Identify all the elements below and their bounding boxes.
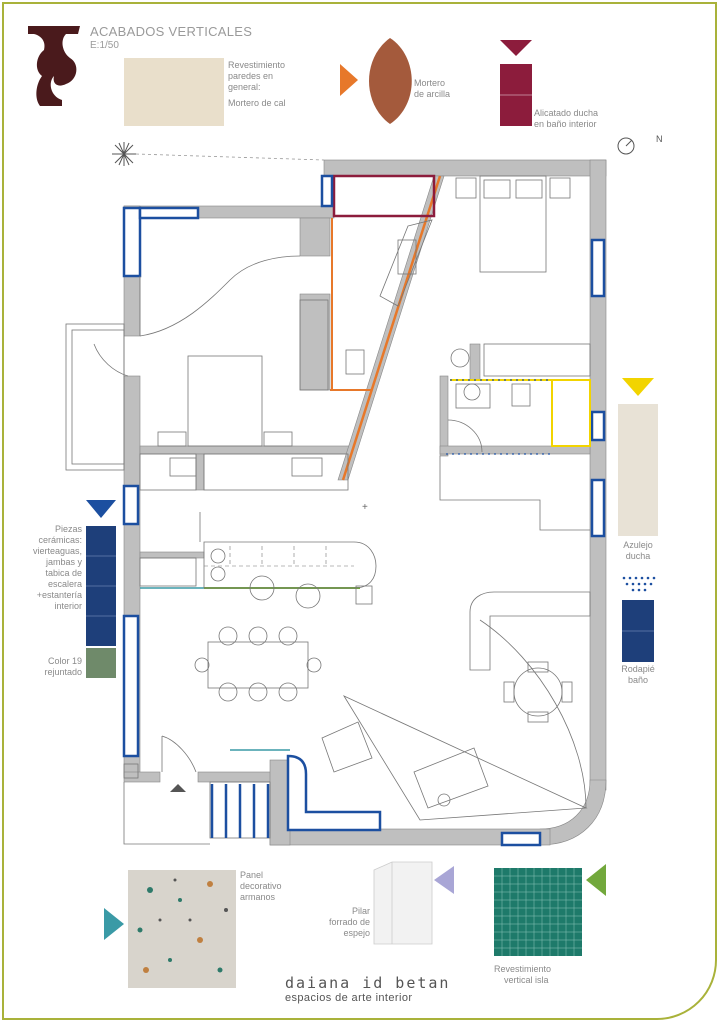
stair-arrow-icon bbox=[170, 784, 186, 792]
north-label: N bbox=[656, 134, 663, 144]
island-dashed-outline bbox=[204, 546, 354, 567]
clay-mortar-label: Mortero de arcilla bbox=[414, 78, 451, 99]
yellow-shower-area bbox=[551, 379, 591, 447]
shower-tile-2-label: Azulejo ducha bbox=[623, 540, 653, 561]
mosaic-grid bbox=[494, 868, 582, 956]
teal-arrow-icon bbox=[104, 908, 124, 940]
mirror-pillar-swatch bbox=[373, 861, 433, 945]
mosaic-swatch bbox=[494, 868, 582, 956]
skirting-label: Rodapié baño bbox=[621, 664, 655, 685]
skirting-swatch bbox=[622, 600, 654, 662]
diagonal-clay-wall bbox=[330, 175, 445, 481]
panel-label: Panel decorativo armanos bbox=[240, 870, 282, 902]
blue-ceramic-swatch bbox=[86, 526, 116, 646]
north-star-icon bbox=[112, 142, 136, 166]
brand-name: daiana id betan bbox=[285, 974, 451, 992]
blue-arrow-icon bbox=[86, 500, 116, 518]
stair-treads bbox=[210, 784, 270, 838]
svg-text:+: + bbox=[362, 502, 368, 513]
pillar-label: Pilar forrado de espejo bbox=[328, 906, 370, 938]
maroon-tile-swatch bbox=[500, 64, 532, 126]
furniture bbox=[65, 175, 591, 845]
yellow-arrow-icon bbox=[622, 378, 654, 396]
sheet-scale: E:1/50 bbox=[90, 40, 119, 51]
maroon-arrow-icon bbox=[500, 40, 532, 56]
ceramic-window-frames bbox=[122, 174, 606, 847]
sheet-title: ACABADOS VERTICALES bbox=[90, 24, 253, 39]
orange-arrow-icon bbox=[340, 64, 358, 96]
brand-logo bbox=[28, 26, 80, 106]
lime-mortar-swatch bbox=[124, 58, 224, 126]
compass-icon bbox=[617, 137, 635, 155]
green-arrow-icon bbox=[586, 864, 606, 896]
grout-label: Color 19 rejuntado bbox=[44, 656, 82, 677]
ceramic-pieces-label: Piezas cerámicas: vierteaguas, jambas y … bbox=[32, 524, 82, 611]
maroon-tile-wall bbox=[332, 174, 436, 218]
skirting-dots-icon bbox=[622, 576, 656, 592]
grout-swatch bbox=[86, 648, 116, 678]
island-label: Revestimiento vertical isla bbox=[494, 964, 552, 985]
terrazzo-panel-swatch bbox=[128, 870, 236, 988]
lavender-arrow-icon bbox=[434, 866, 454, 894]
brand-tagline: espacios de arte interior bbox=[285, 992, 413, 1004]
clay-mortar-swatch bbox=[369, 38, 412, 124]
wall-finish-label: Revestimiento paredes en general: Morter… bbox=[228, 60, 286, 108]
shower-tile-label: Alicatado ducha en baño interior bbox=[534, 108, 599, 129]
beige-tile-swatch bbox=[618, 404, 658, 536]
